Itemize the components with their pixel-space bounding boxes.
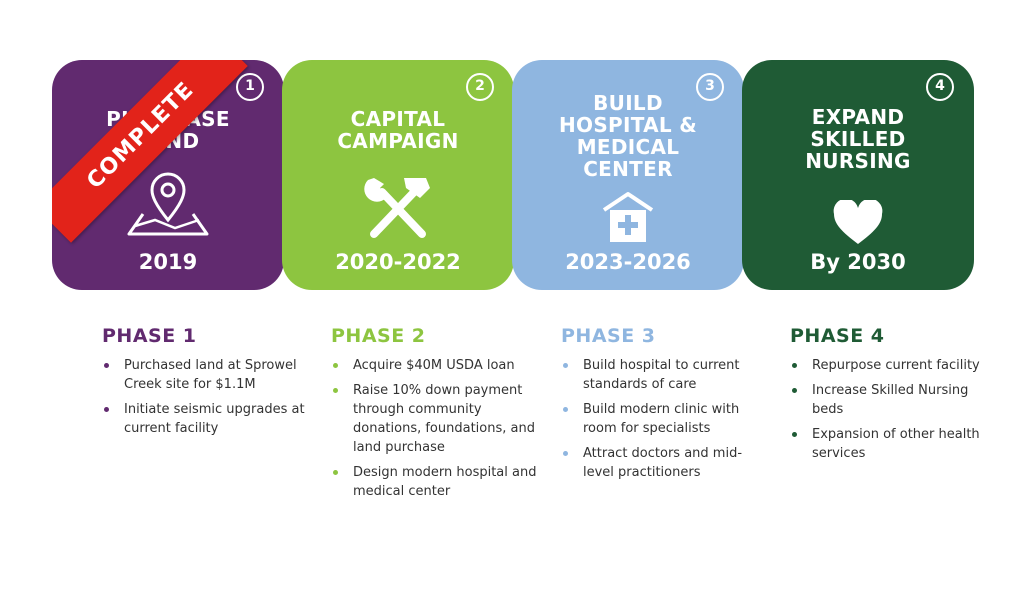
card-year-1: 2019 [138, 250, 198, 274]
phase-1-title: PHASE 1 [102, 325, 197, 347]
phase-3-details: PHASE 3 Build hospital to current standa… [561, 324, 771, 488]
phase-1-card: 1 PURCHASE LAND 2019 [52, 60, 284, 290]
phase-2-card: 2 CAPITAL CAMPAIGN 2020-2022 [282, 60, 514, 290]
step-number-2: 2 [466, 73, 494, 101]
heart-icon [832, 198, 884, 250]
card-year-4: By 2030 [810, 250, 906, 274]
phase-4-card: 4 EXPAND SKILLED NURSING By 2030 [742, 60, 974, 290]
list-item: Design modern hospital and medical cente… [331, 463, 541, 501]
list-item: Purchased land at Sprowel Creek site for… [102, 356, 312, 394]
card-year-2: 2020-2022 [335, 250, 461, 274]
hospital-icon [600, 190, 656, 248]
list-item: Initiate seismic upgrades at current fac… [102, 400, 312, 438]
card-title-1: PURCHASE LAND [106, 107, 230, 153]
hammer-wrench-icon [360, 172, 436, 246]
list-item: Build hospital to current standards of c… [561, 356, 771, 394]
list-item: Expansion of other health services [790, 425, 1000, 463]
card-year-3: 2023-2026 [565, 250, 691, 274]
list-item: Acquire $40M USDA loan [331, 356, 541, 375]
list-item: Repurpose current facility [790, 356, 1000, 375]
list-item: Build modern clinic with room for specia… [561, 400, 771, 438]
phase-4-title: PHASE 4 [790, 325, 885, 347]
card-title-4: EXPAND SKILLED NURSING [805, 105, 911, 173]
phase-1-details: PHASE 1 Purchased land at Sprowel Creek … [102, 324, 312, 444]
phase-2-title: PHASE 2 [331, 325, 426, 347]
card-title-2: CAPITAL CAMPAIGN [337, 107, 459, 153]
list-item: Increase Skilled Nursing beds [790, 381, 1000, 419]
phase-4-details: PHASE 4 Repurpose current facility Incre… [790, 324, 1000, 469]
list-item: Raise 10% down payment through community… [331, 381, 541, 457]
list-item: Attract doctors and mid-level practition… [561, 444, 771, 482]
step-number-3: 3 [696, 73, 724, 101]
phase-3-card: 3 BUILD HOSPITAL & MEDICAL CENTER 2023-2… [512, 60, 744, 290]
card-title-3: BUILD HOSPITAL & MEDICAL CENTER [559, 91, 697, 181]
phase-3-title: PHASE 3 [561, 325, 656, 347]
map-pin-icon [125, 172, 211, 242]
phase-2-details: PHASE 2 Acquire $40M USDA loan Raise 10%… [331, 324, 541, 507]
step-number-4: 4 [926, 73, 954, 101]
step-number-1: 1 [236, 73, 264, 101]
